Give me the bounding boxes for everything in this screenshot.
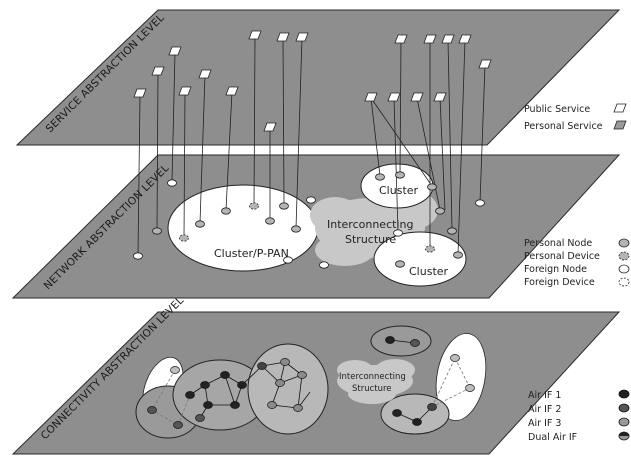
dual-air-if-node	[428, 404, 437, 411]
personal-node	[448, 228, 457, 234]
personal-service-icon	[614, 121, 626, 129]
legend-network: Personal Node Personal Device Foreign No…	[524, 238, 629, 288]
interconnecting-label-line1: Interconnecting	[327, 218, 413, 231]
legend-personal-device-label: Personal Device	[524, 251, 600, 262]
personal-node	[436, 208, 445, 214]
air-if-3-node	[298, 372, 307, 379]
air-if-1-node	[393, 410, 402, 417]
foreign-node	[168, 180, 177, 186]
personal-device	[426, 246, 435, 252]
personal-node	[153, 228, 162, 234]
foreign-node	[284, 257, 293, 263]
cluster-bottom-right	[381, 394, 449, 434]
personal-node	[292, 226, 301, 232]
legend-personal-node-label: Personal Node	[524, 238, 592, 249]
air-if-2-node	[411, 340, 420, 347]
air-if-2-node	[148, 407, 157, 414]
air-if-1-node	[413, 419, 422, 426]
connectivity-interconnecting-line2: Structure	[352, 384, 392, 394]
personal-node	[266, 218, 275, 224]
legend-air-if-1-label: Air IF 1	[528, 390, 561, 401]
cluster-top-label: Cluster	[379, 184, 419, 197]
air-if-2-node	[174, 422, 183, 429]
personal-node-icon	[619, 239, 629, 247]
dual-air-if-node	[258, 363, 267, 370]
air-if-1-icon	[619, 390, 629, 398]
foreign-node-icon	[619, 265, 629, 273]
air-if-1-node	[201, 382, 210, 389]
air-if-1-node	[386, 337, 395, 344]
foreign-node	[320, 262, 329, 268]
cluster-bottom-label: Cluster	[409, 265, 449, 278]
personal-node	[280, 203, 289, 209]
air-if-3-node	[451, 355, 460, 362]
foreign-node	[394, 230, 403, 236]
legend-air-if-2-label: Air IF 2	[528, 404, 561, 415]
air-if-3-node	[294, 405, 303, 412]
personal-node	[396, 172, 405, 178]
personal-node	[396, 261, 405, 267]
air-if-2-icon	[619, 404, 629, 412]
foreign-node	[134, 253, 143, 259]
personal-device-icon	[619, 252, 629, 260]
connectivity-interconnecting-line1: Interconnecting	[339, 372, 406, 382]
foreign-node	[307, 197, 316, 203]
legend-air-if-3-label: Air IF 3	[528, 418, 561, 429]
legend-air: Air IF 1 Air IF 2 Air IF 3 Dual Air IF	[528, 390, 629, 443]
personal-node	[376, 174, 385, 180]
air-if-3-node	[276, 380, 285, 387]
air-if-1-node	[186, 392, 195, 399]
legend-foreign-device-label: Foreign Device	[524, 277, 595, 288]
air-if-3-node	[466, 385, 475, 392]
interconnecting-label-line2: Structure	[345, 233, 396, 246]
cluster-ppan-label: Cluster/P-PAN	[214, 247, 289, 260]
air-if-3-icon	[619, 418, 629, 426]
air-if-1-node	[231, 402, 240, 409]
legend-foreign-node-label: Foreign Node	[524, 264, 587, 275]
legend-service: Public Service Personal Service	[524, 104, 626, 132]
personal-node	[196, 221, 205, 227]
legend-dual-air-if-label: Dual Air IF	[528, 432, 577, 443]
air-if-3-node	[281, 359, 290, 366]
foreign-node	[476, 200, 485, 206]
personal-node	[454, 252, 463, 258]
personal-node	[428, 184, 437, 190]
air-if-3-node	[268, 402, 277, 409]
air-if-3-node	[171, 367, 180, 374]
air-if-1-node	[204, 402, 213, 409]
public-service-icon	[614, 104, 626, 112]
cluster-right-large	[248, 344, 328, 434]
air-if-1-node	[221, 372, 230, 379]
air-if-1-node	[238, 382, 247, 389]
legend-public-service-label: Public Service	[524, 104, 590, 115]
personal-device	[250, 203, 259, 209]
personal-device	[180, 235, 189, 241]
legend-personal-service-label: Personal Service	[524, 121, 603, 132]
foreign-device-icon	[619, 278, 629, 286]
personal-node	[222, 208, 231, 214]
dual-air-if-icon	[619, 432, 629, 440]
air-if-2-node	[196, 415, 205, 422]
